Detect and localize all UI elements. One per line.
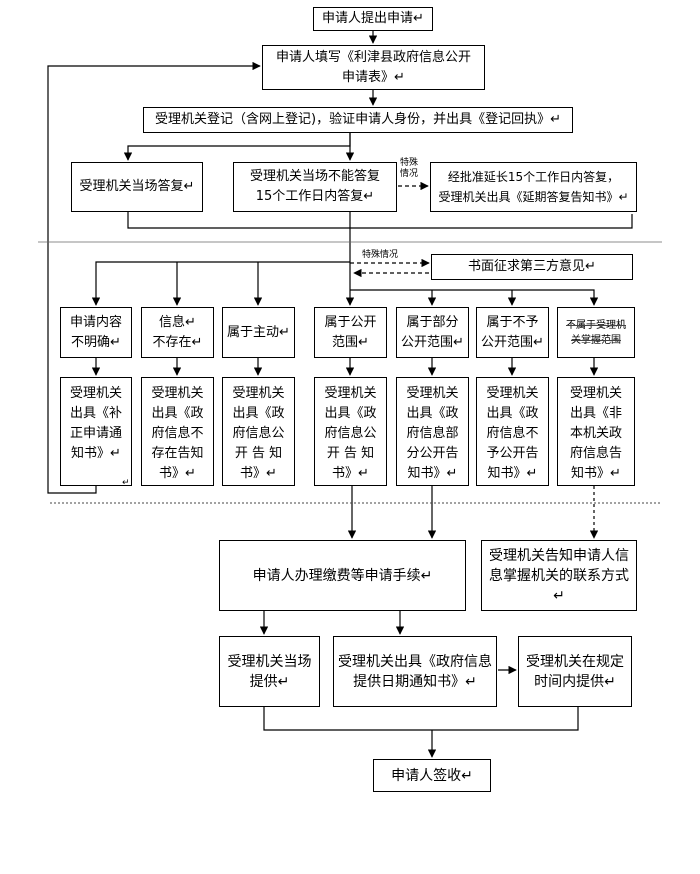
result-not-agency-box: 受理机关 出具《非 本机关政 府信息告 知书》↵ <box>557 377 635 486</box>
notify-contact-box: 受理机关告知申请人信 息掌握机关的联系方式↵ <box>481 540 637 611</box>
reply-15days-box: 受理机关当场不能答复 15个工作日内答复↵ <box>233 162 397 212</box>
reply-onsite-box: 受理机关当场答复↵ <box>71 162 203 212</box>
provide-onsite-box: 受理机关当场 提供↵ <box>219 636 320 707</box>
category-not-exist-box: 信息↵ 不存在↵ <box>141 307 214 358</box>
result-correction-box: 受理机关 出具《补 正申请通 知书》↵ <box>60 377 132 486</box>
result-not-public-box: 受理机关 出具《政 府信息不 予公开告 知书》↵ <box>476 377 549 486</box>
provide-date-notice-box: 受理机关出具《政府信息 提供日期通知书》↵ <box>333 636 497 707</box>
category-public-box: 属于公开 范围↵ <box>314 307 387 358</box>
result-active-box: 受理机关 出具《政 府信息公 开 告 知 书》↵ <box>222 377 295 486</box>
fill-form-box: 申请人填写《利津县政府信息公开 申请表》↵ <box>262 45 485 90</box>
provide-deadline-box: 受理机关在规定 时间内提供↵ <box>518 636 632 707</box>
special-case-label-2: 特殊情况 <box>362 250 399 260</box>
category-active-box: 属于主动↵ <box>222 307 295 358</box>
fee-procedure-box: 申请人办理缴费等申请手续↵ <box>219 540 466 611</box>
result-public-box: 受理机关 出具《政 府信息公 开 告 知 书》↵ <box>314 377 387 486</box>
result-not-exist-box: 受理机关 出具《政 府信息不 存在告知 书》↵ <box>141 377 214 486</box>
category-not-agency-text: 不属于受理机 关掌握范围 <box>566 319 626 346</box>
submit-application-box: 申请人提出申请↵ <box>313 7 433 31</box>
category-not-public-box: 属于不予 公开范围↵ <box>476 307 549 358</box>
applicant-sign-box: 申请人签收↵ <box>373 759 491 792</box>
third-party-opinion-box: 书面征求第三方意见↵ <box>431 254 633 280</box>
category-unclear-box: 申请内容 不明确↵ <box>60 307 132 358</box>
category-not-agency-box: 不属于受理机 关掌握范围 <box>557 307 635 358</box>
result-partial-box: 受理机关 出具《政 府信息部 分公开告 知书》↵ <box>396 377 469 486</box>
extend-reply-box: 经批准延长15个工作日内答复， 受理机关出具《延期答复告知书》↵ <box>430 162 637 212</box>
register-box: 受理机关登记（含网上登记)，验证申请人身份，并出具《登记回执》↵ <box>143 107 573 133</box>
category-partial-box: 属于部分 公开范围↵ <box>396 307 469 358</box>
return-mark-label: ↵ <box>122 478 130 488</box>
special-case-label-1: 特殊 情况 <box>400 158 419 179</box>
